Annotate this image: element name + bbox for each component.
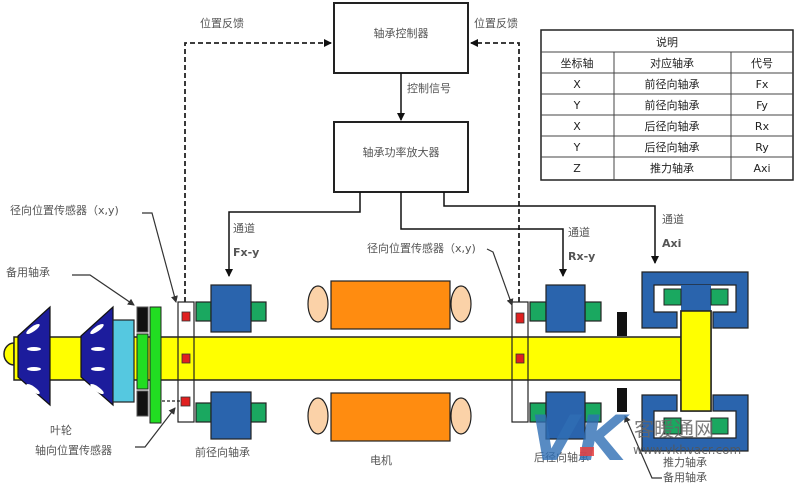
channel-rear-line bbox=[400, 192, 567, 277]
legend-title: 说明 bbox=[656, 35, 678, 49]
legend-row: Y 后径向轴承 Ry bbox=[573, 140, 770, 154]
radial-sensor-front-leader bbox=[142, 212, 178, 303]
front-radial-sensor-assembly bbox=[162, 301, 195, 423]
legend-row: Y 前径向轴承 Fy bbox=[573, 98, 769, 112]
feedback-right-label: 位置反馈 bbox=[474, 16, 518, 30]
legend-table: 说明 坐标轴 对应轴承 代号 X 前径向轴承 Fx Y 前径向轴承 Fy X 后… bbox=[540, 29, 794, 181]
channel-front-line bbox=[225, 192, 361, 277]
sensor-x bbox=[181, 353, 191, 364]
channel-axial-label-1: 通道 bbox=[662, 212, 684, 226]
channel-axial-label-2: Axi bbox=[662, 237, 681, 250]
legend-cell-axis: X bbox=[573, 120, 581, 133]
rear-radial-bearing-label: 后径向轴承 bbox=[534, 450, 589, 464]
backup-bearing-rear-bottom bbox=[617, 388, 627, 412]
watermark: VK 客暖通网 www.vkhvacr.com bbox=[530, 402, 741, 475]
channel-front-label-1: 通道 bbox=[233, 221, 255, 235]
legend-cell-code: Ry bbox=[755, 141, 769, 154]
sensor-y bbox=[515, 312, 525, 324]
backup-bearing-front-label: 备用轴承 bbox=[6, 265, 50, 279]
thrust-bearing bbox=[641, 271, 749, 452]
feedback-line-right bbox=[470, 39, 520, 302]
legend-cell-bearing: 后径向轴承 bbox=[645, 140, 700, 154]
rear-radial-bearing bbox=[529, 284, 602, 440]
legend-row: X 前径向轴承 Fx bbox=[573, 77, 769, 91]
bearing-controller-block: 轴承控制器 bbox=[333, 2, 469, 74]
legend-cell-axis: Y bbox=[573, 99, 581, 112]
legend-cell-axis: Y bbox=[573, 141, 581, 154]
legend-header-bearing: 对应轴承 bbox=[650, 56, 694, 70]
backup-bearing-rear-label: 备用轴承 bbox=[663, 470, 707, 484]
motor-bottom bbox=[307, 392, 472, 442]
legend-cell-code: Axi bbox=[753, 162, 770, 175]
thrust-ring-outer bbox=[149, 306, 162, 424]
backup-bearing-rear-leader bbox=[624, 415, 662, 479]
watermark-accent bbox=[580, 447, 594, 456]
channel-rear-label-1: 通道 bbox=[568, 225, 590, 239]
backup-bearing-rear-top bbox=[617, 312, 627, 336]
legend-cell-code: Rx bbox=[755, 120, 770, 133]
shaft-collar bbox=[112, 319, 135, 403]
sensor-y bbox=[181, 311, 191, 322]
legend-cell-bearing: 后径向轴承 bbox=[645, 119, 700, 133]
legend-header-axis: 坐标轴 bbox=[561, 56, 594, 70]
watermark-url: www.vkhvacr.com bbox=[633, 443, 741, 457]
backup-bearing-front-leader bbox=[72, 274, 135, 306]
rear-radial-sensor-assembly bbox=[511, 301, 529, 423]
feedback-line-left bbox=[184, 39, 332, 302]
axial-sensor-leader bbox=[135, 407, 176, 448]
feedback-left-label: 位置反馈 bbox=[200, 16, 244, 30]
channel-axial-line bbox=[443, 192, 659, 264]
control-signal-label: 控制信号 bbox=[407, 81, 451, 95]
backup-bearing-front-bottom bbox=[136, 390, 149, 417]
legend-cell-bearing: 前径向轴承 bbox=[645, 98, 700, 112]
thrust-ring-inner bbox=[136, 333, 149, 390]
radial-sensor-front-label: 径向位置传感器（x,y) bbox=[10, 203, 119, 217]
legend-cell-bearing: 推力轴承 bbox=[650, 161, 694, 175]
backup-bearing-front-top bbox=[136, 306, 149, 333]
legend-cell-axis: X bbox=[573, 78, 581, 91]
legend-row: X 后径向轴承 Rx bbox=[573, 119, 769, 133]
motor-top bbox=[307, 280, 472, 330]
axial-sensor bbox=[180, 396, 191, 407]
channel-rear-label-2: Rx-y bbox=[568, 250, 595, 263]
legend-row: Z 推力轴承 Axi bbox=[573, 161, 770, 175]
impeller-rear bbox=[80, 305, 114, 407]
bearing-controller-label: 轴承控制器 bbox=[374, 26, 429, 40]
front-radial-bearing bbox=[195, 284, 267, 440]
legend-header-code: 代号 bbox=[751, 57, 773, 70]
front-radial-bearing-label: 前径向轴承 bbox=[195, 445, 250, 459]
thrust-disk-front bbox=[680, 310, 712, 412]
legend-cell-bearing: 前径向轴承 bbox=[645, 77, 700, 91]
radial-sensor-rear-label: 径向位置传感器（x,y) bbox=[367, 241, 476, 255]
sensor-x bbox=[515, 353, 525, 364]
legend-cell-axis: Z bbox=[573, 162, 581, 175]
legend-cell-code: Fy bbox=[756, 99, 768, 112]
legend-cell-code: Fx bbox=[756, 78, 769, 91]
motor-label: 电机 bbox=[370, 453, 392, 467]
radial-sensor-rear-leader bbox=[486, 248, 514, 306]
thrust-bearing-label: 推力轴承 bbox=[663, 455, 707, 469]
power-amplifier-block: 轴承功率放大器 bbox=[333, 121, 469, 193]
power-amplifier-label: 轴承功率放大器 bbox=[363, 145, 440, 159]
watermark-logo: VK bbox=[530, 402, 630, 475]
watermark-brand: 客暖通网 bbox=[634, 417, 714, 441]
axial-sensor-label: 轴向位置传感器 bbox=[35, 443, 112, 457]
impeller-front bbox=[17, 305, 51, 407]
channel-front-label-2: Fx-y bbox=[233, 246, 259, 259]
impeller-label: 叶轮 bbox=[50, 423, 72, 437]
